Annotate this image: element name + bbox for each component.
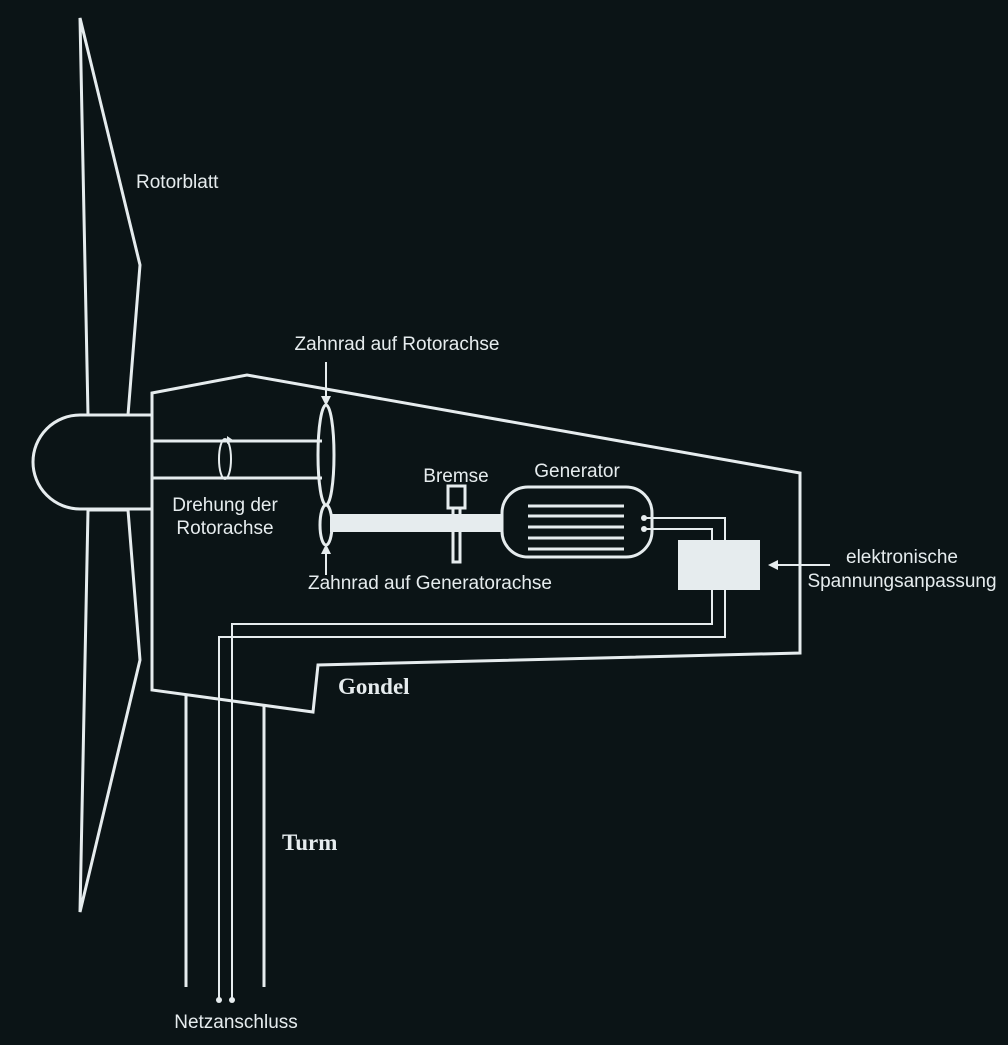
wire-generator-1 bbox=[644, 517, 726, 540]
grid-terminal-2 bbox=[229, 997, 235, 1003]
label-brake: Bremse bbox=[423, 466, 488, 487]
rotor-hub bbox=[31, 413, 152, 511]
wire-generator-2 bbox=[644, 528, 713, 540]
rotor-blade-lower bbox=[78, 508, 142, 913]
rotor-blade-upper bbox=[78, 17, 142, 417]
brake-disc bbox=[451, 506, 462, 564]
arrow-electronics-head-icon bbox=[768, 560, 778, 570]
label-electronics-line2: Spannungsanpassung bbox=[807, 571, 996, 592]
label-generator: Generator bbox=[534, 461, 620, 482]
grid-terminal-1 bbox=[216, 997, 222, 1003]
label-rotation-line2: Rotorachse bbox=[176, 518, 273, 539]
grid-cable-2 bbox=[218, 590, 726, 1000]
generator-housing bbox=[500, 485, 654, 559]
label-rotor-blade: Rotorblatt bbox=[136, 172, 219, 193]
label-grid-connection: Netzanschluss bbox=[174, 1012, 298, 1033]
nacelle-outline bbox=[150, 373, 802, 714]
label-tower: Turm bbox=[282, 830, 337, 855]
rotation-arrow-icon bbox=[227, 436, 233, 444]
rotation-indicator-icon bbox=[218, 438, 232, 480]
generator-shaft bbox=[330, 514, 502, 532]
brake-caliper bbox=[446, 484, 467, 510]
gear-rotor-axis bbox=[316, 403, 336, 507]
grid-cable-1 bbox=[231, 590, 713, 1000]
label-gear-generator-axis: Zahnrad auf Generatorachse bbox=[308, 573, 552, 594]
label-electronics-line1: elektronische bbox=[846, 547, 958, 568]
arrow-gear-generator-head-icon bbox=[321, 544, 331, 554]
arrow-gear-rotor-head-icon bbox=[321, 396, 331, 406]
label-rotation-line1: Drehung der bbox=[172, 495, 278, 516]
label-gear-rotor-axis: Zahnrad auf Rotorachse bbox=[295, 334, 500, 355]
label-nacelle: Gondel bbox=[338, 674, 410, 699]
electronics-box bbox=[678, 540, 760, 590]
